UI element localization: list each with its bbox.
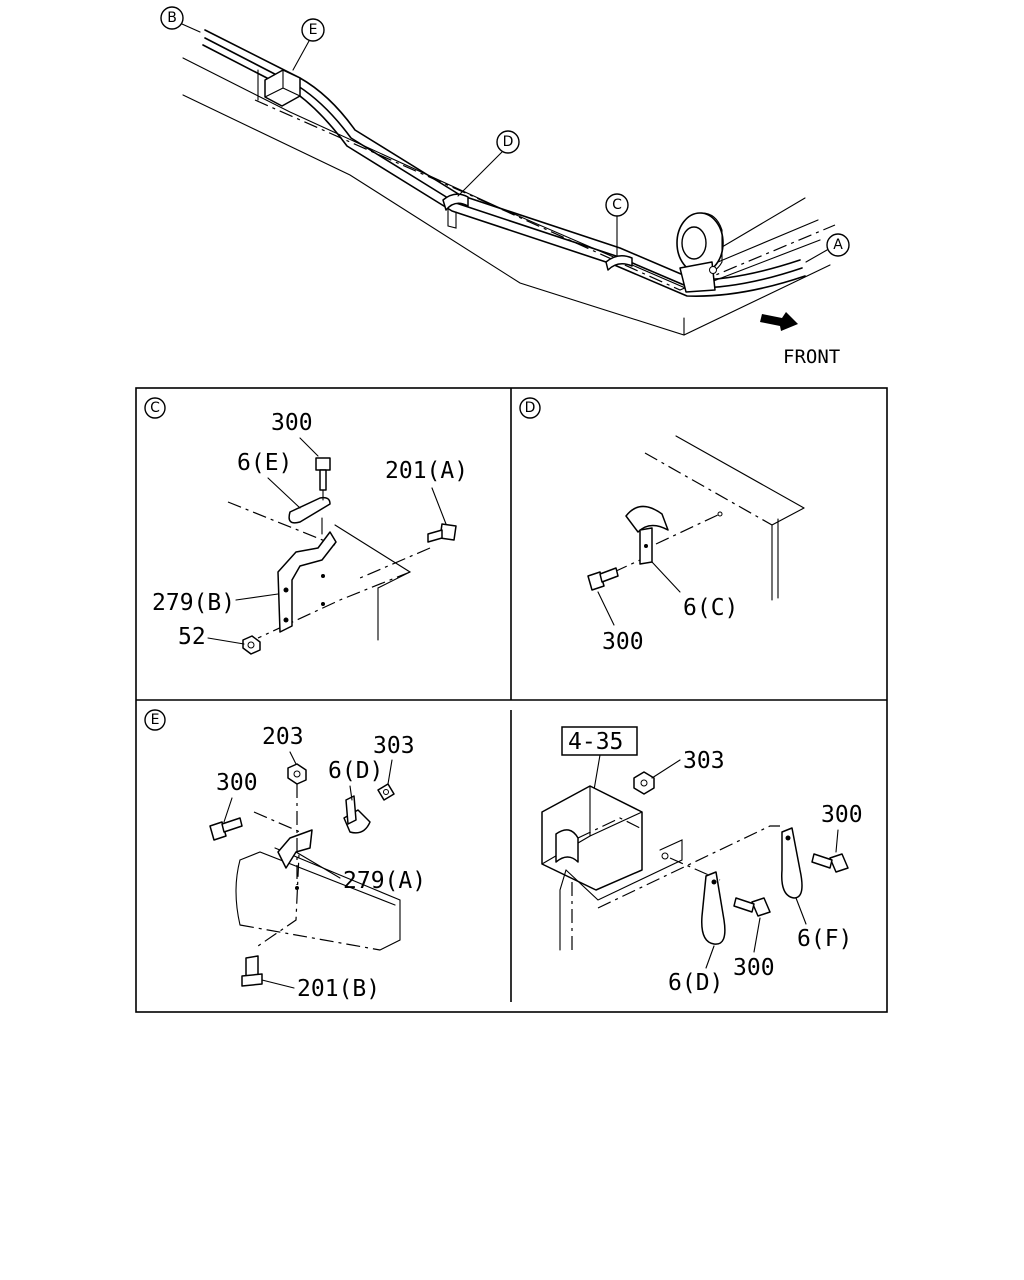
callout-b: B	[160, 6, 201, 33]
clip-6c	[625, 505, 669, 565]
clip-6d	[701, 871, 726, 945]
bolt-300-icon	[811, 853, 849, 873]
label-203: 203	[262, 724, 304, 750]
detail-panel-c: C 300 6(E)	[144, 397, 468, 655]
nut-303-icon	[633, 771, 655, 795]
svg-text:E: E	[151, 712, 160, 728]
label-6f: 6(F)	[797, 926, 852, 952]
bolt-300-icon	[209, 817, 243, 841]
label-303: 303	[373, 733, 415, 759]
label-6c: 6(C)	[683, 595, 738, 621]
bolt-300-icon	[733, 897, 771, 917]
label-6d: 6(D)	[668, 970, 723, 996]
callout-e: E	[292, 18, 325, 71]
svg-text:D: D	[525, 400, 536, 416]
detail-panel-reference: 4-35	[541, 726, 863, 996]
callout-d: D	[457, 130, 520, 197]
label-201a: 201(A)	[385, 458, 468, 484]
label-303: 303	[683, 748, 725, 774]
svg-text:C: C	[150, 400, 160, 416]
label-300-right: 300	[821, 802, 863, 828]
svg-text:A: A	[833, 237, 843, 253]
label-279b: 279(B)	[152, 590, 235, 616]
bolt-300-icon	[315, 457, 331, 491]
detail-panel-d: D 6(C) 300	[519, 397, 805, 655]
front-arrow-icon	[760, 312, 798, 331]
panel-e-marker: E	[144, 709, 166, 731]
nut-203-icon	[287, 763, 307, 785]
svg-text:4-35: 4-35	[568, 729, 623, 755]
bolt-201a-icon	[427, 523, 457, 543]
clip-6e	[288, 496, 331, 524]
label-300-lower: 300	[733, 955, 775, 981]
svg-text:C: C	[612, 197, 622, 213]
bolt-300-icon	[587, 567, 619, 591]
label-6e: 6(E)	[237, 450, 292, 476]
reference-box-4-35: 4-35	[561, 726, 638, 791]
bracket-279a	[277, 829, 313, 869]
label-300: 300	[216, 770, 258, 796]
svg-text:D: D	[503, 134, 514, 150]
panel-d-marker: D	[519, 397, 541, 419]
callout-c: C	[605, 193, 629, 257]
label-279a: 279(A)	[343, 868, 426, 894]
detail-panel-e: E	[144, 709, 426, 1002]
callout-a: A	[805, 233, 850, 263]
nut-52-icon	[242, 635, 261, 655]
label-6d: 6(D)	[328, 758, 383, 784]
panel-c-marker: C	[144, 397, 166, 419]
reservoir-drum	[676, 212, 724, 293]
label-201b: 201(B)	[297, 976, 380, 1002]
front-label: FRONT	[783, 346, 840, 368]
label-52: 52	[178, 624, 206, 650]
svg-text:E: E	[309, 22, 318, 38]
bracket-279b	[277, 531, 337, 633]
overview-illustration: FRONT B E D C A	[160, 6, 850, 368]
bolt-201b-icon	[241, 955, 263, 987]
clip-d	[442, 193, 469, 229]
clip-c	[605, 255, 633, 271]
clip-e-block	[257, 69, 301, 107]
bracket-box	[541, 785, 643, 891]
svg-text:B: B	[167, 10, 177, 26]
label-300: 300	[602, 629, 644, 655]
clip-6d	[343, 795, 371, 834]
nut-303-icon	[377, 783, 395, 801]
label-300: 300	[271, 410, 313, 436]
clip-6f	[781, 827, 803, 899]
